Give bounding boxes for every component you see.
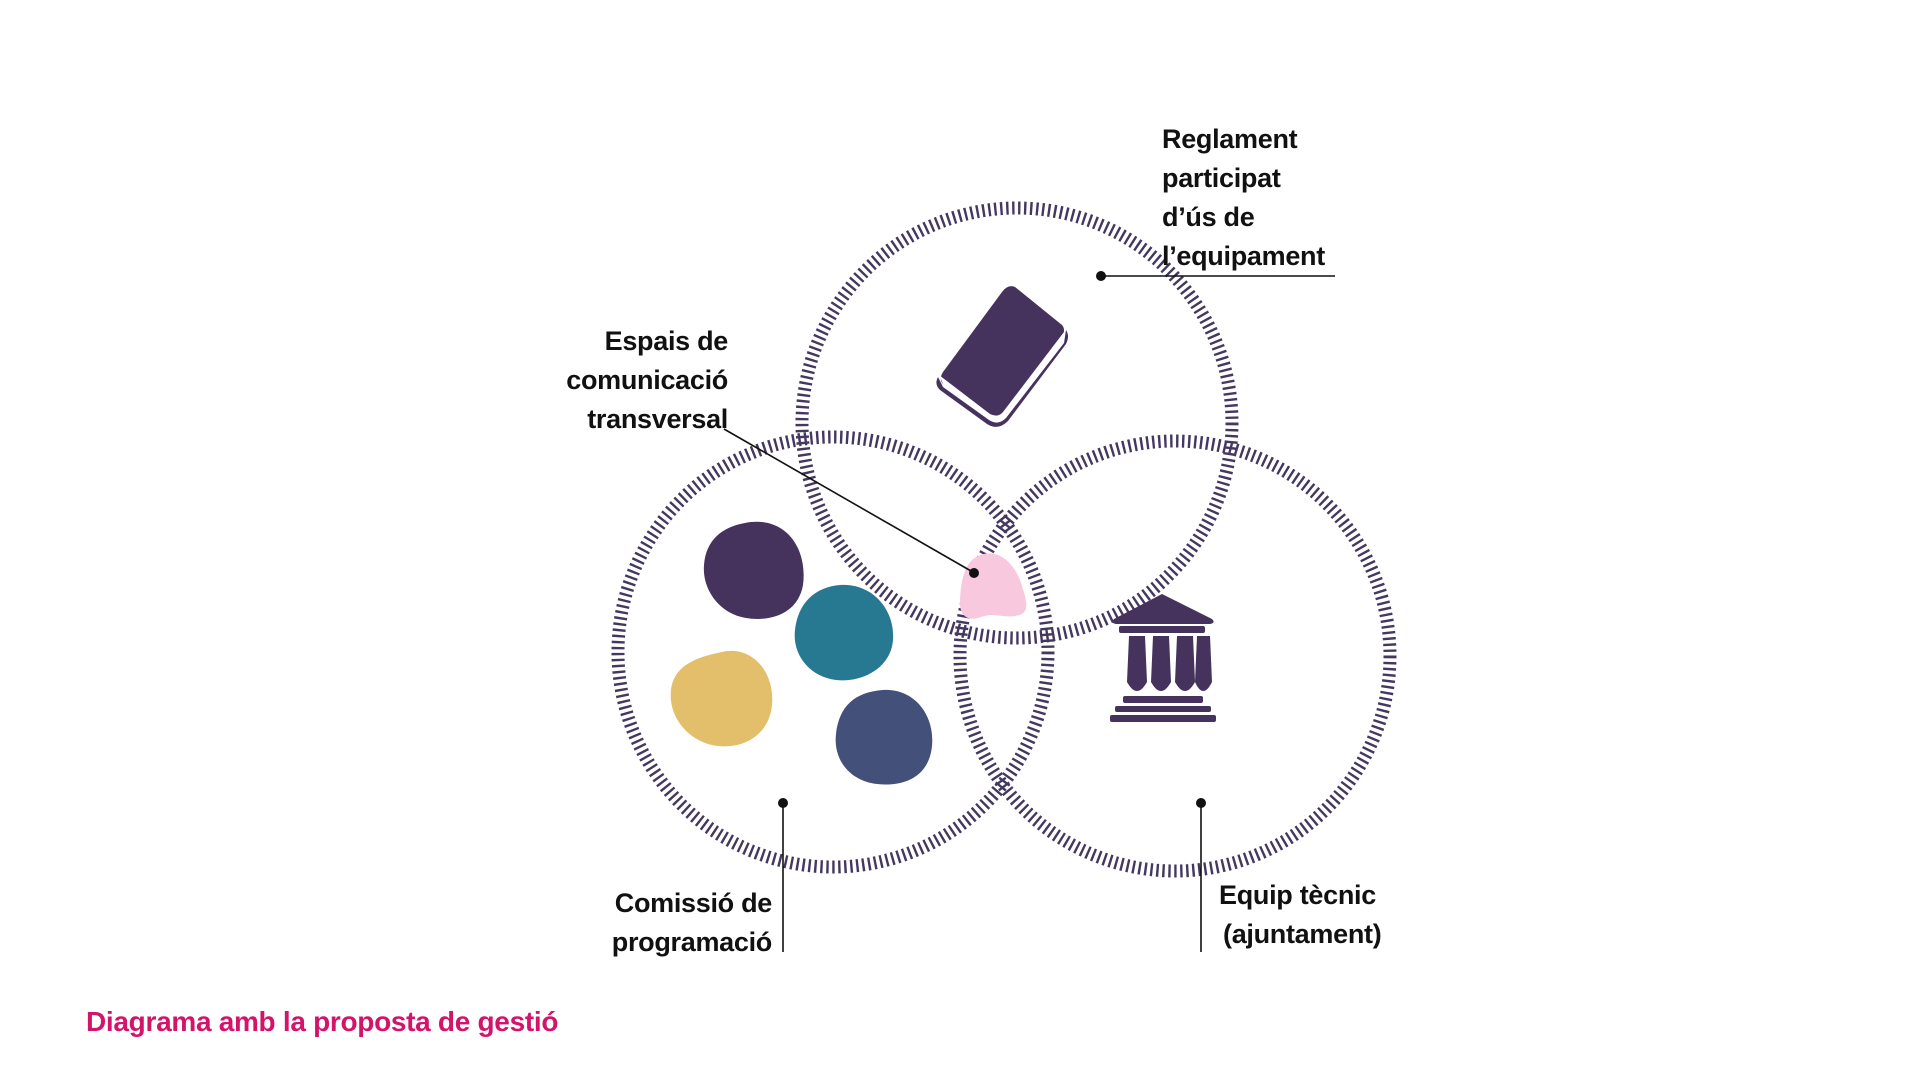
blob-navy xyxy=(835,689,933,785)
label-reglament: Reglament participat d’ús de l’equipamen… xyxy=(1162,124,1325,271)
circle-equip xyxy=(953,434,1397,878)
circle-reglament xyxy=(795,201,1239,645)
leader-lines xyxy=(723,275,1335,952)
circle-comissio xyxy=(611,430,1055,874)
book-icon xyxy=(936,286,1068,427)
label-espais: Espais de comunicació transversal xyxy=(566,326,728,434)
label-comissio: Comissió de programació xyxy=(611,888,773,957)
blob-yellow xyxy=(670,650,773,747)
leader-dots xyxy=(778,271,1206,808)
pink-blob xyxy=(959,553,1027,619)
building-columns-icon xyxy=(1110,594,1216,722)
blob-teal xyxy=(794,584,894,681)
label-equip: Equip tècnic (ajuntament) xyxy=(1219,880,1382,949)
blob-purple xyxy=(703,521,804,619)
caption: Diagrama amb la proposta de gestió xyxy=(86,1006,559,1037)
